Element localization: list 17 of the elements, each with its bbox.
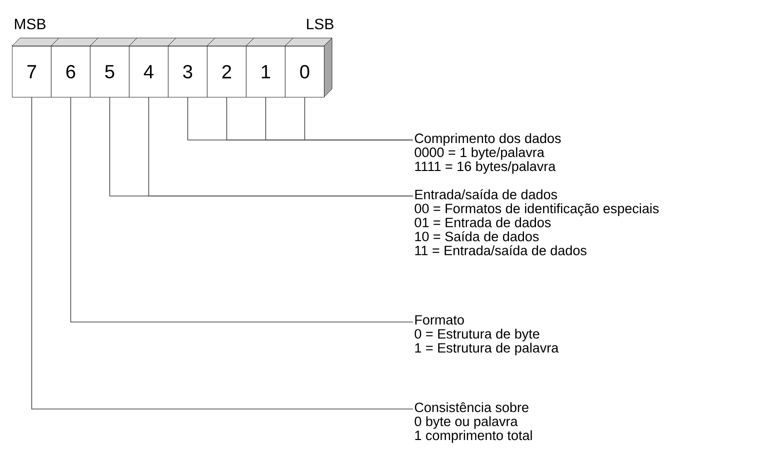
bit-label: MSB: [14, 18, 46, 30]
connector-line: [304, 97, 414, 140]
description-text: Consistência sobre 0 byte ou palavra 1 comprimento total: [414, 402, 532, 443]
connector-line: [70, 97, 414, 322]
bit-cell: 7: [12, 38, 60, 98]
bit-cell: 6: [50, 38, 98, 98]
bit-cell: 3: [168, 38, 216, 98]
bit-label: LSB: [307, 18, 334, 30]
description-text: Formato 0 = Estrutura de byte 1 = Estrutura de palavra: [414, 315, 559, 356]
bit-cell: 5: [90, 38, 138, 98]
bit-cell: 1: [246, 38, 294, 98]
connector-line: [31, 97, 414, 410]
description-text: Comprimento dos dados 0000 = 1 byte/palavra 1111 = 16 bytes/palavra: [414, 133, 561, 174]
bit-cell: 4: [128, 38, 176, 98]
description-text: Entrada/saída de dados 00 = Formatos de identificação especiais 01 = Entrada de dados 10 = Saída de dados 11 = Entrada/saída de dados: [414, 189, 659, 256]
bit-cell: 2: [206, 38, 254, 98]
bit-cell: 0: [284, 38, 332, 98]
